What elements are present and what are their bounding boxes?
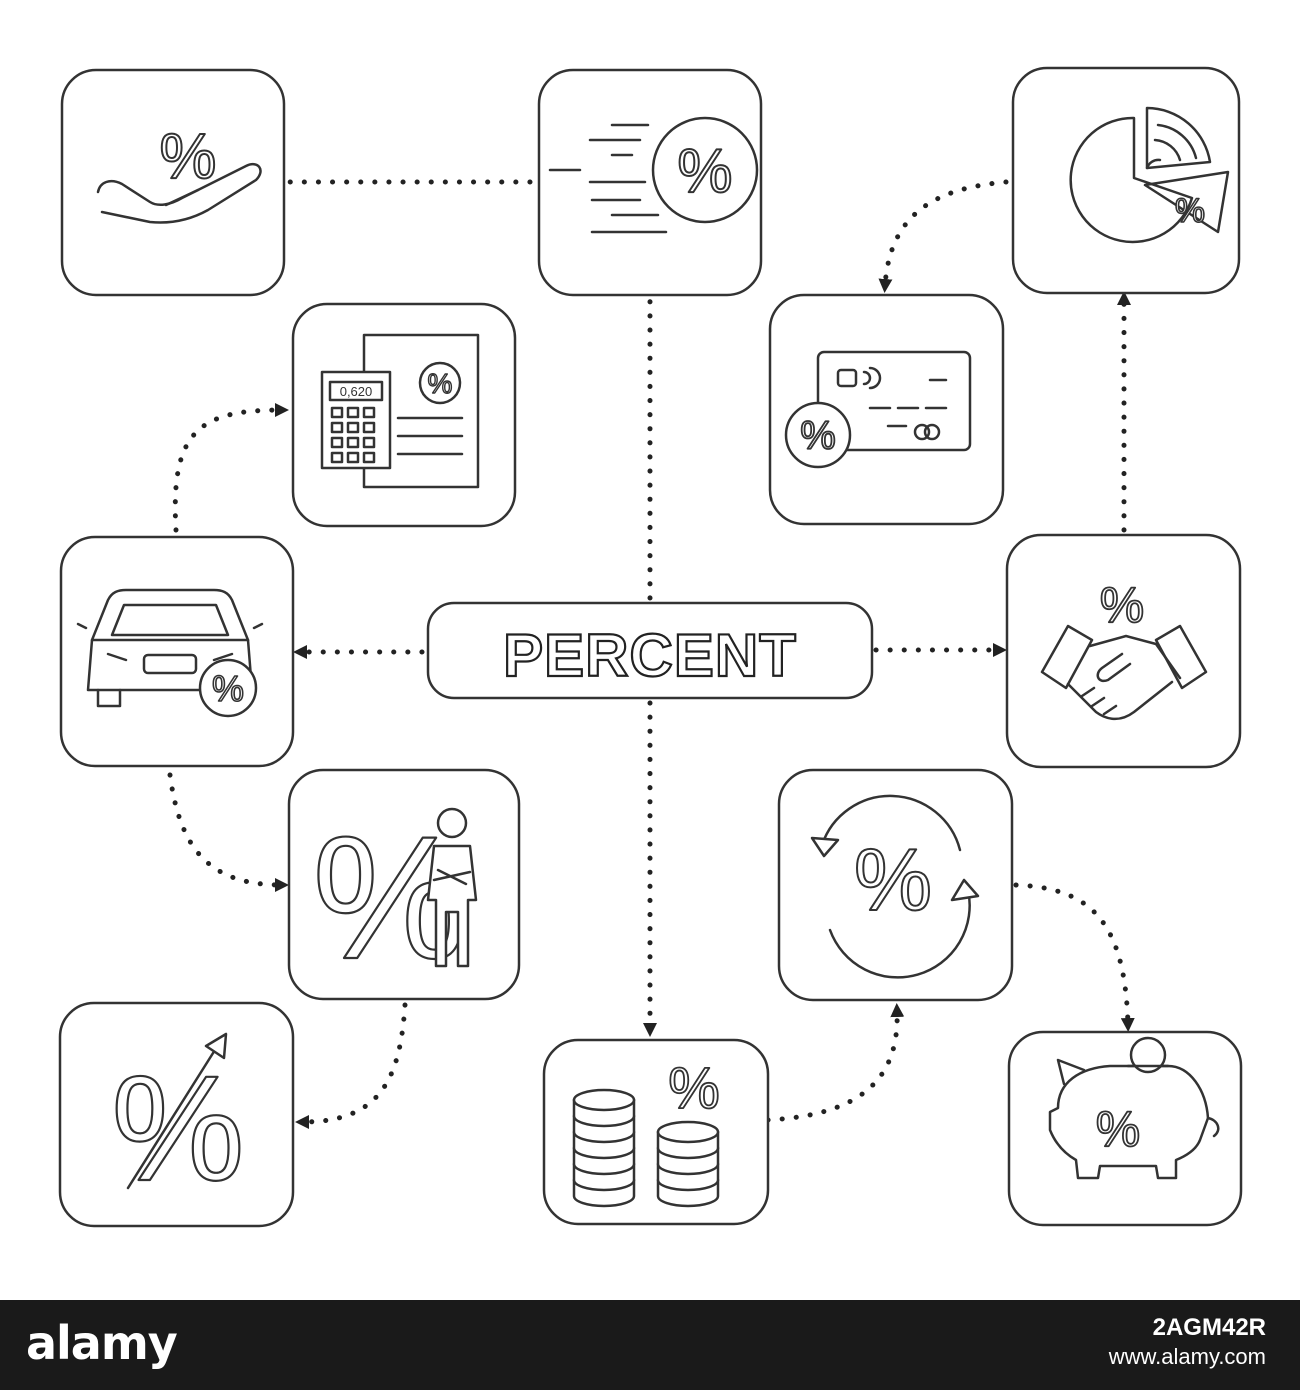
svg-text:%: % (160, 120, 217, 192)
central-node: PERCENT (426, 601, 874, 700)
node-car (59, 535, 295, 768)
connector-pie-to-card (878, 179, 1009, 293)
svg-text:%: % (668, 1056, 720, 1121)
calculator-document-percent-icon: % 0,620 (320, 333, 480, 489)
footer-bar: alamy 2AGM42R www.alamy.com (0, 1300, 1300, 1390)
connectors (167, 175, 1135, 1129)
connector-person-to-growth (295, 1002, 408, 1129)
central-label: PERCENT (503, 622, 797, 689)
svg-text:%: % (800, 414, 836, 458)
svg-text:%: % (212, 668, 244, 709)
car-percent-icon: % (76, 588, 264, 718)
site-url: www.alamy.com (1108, 1344, 1266, 1369)
svg-text:%: % (428, 368, 453, 399)
svg-text:%: % (677, 137, 732, 206)
node-hand-percent (60, 68, 286, 297)
image-meta: 2AGM42R www.alamy.com (1109, 1314, 1266, 1370)
svg-text:%: % (1096, 1101, 1140, 1157)
percent-growth-arrow-icon: % (110, 1032, 246, 1213)
svg-text:%: % (1175, 192, 1205, 230)
pie-chart-percent-icon: % (1069, 106, 1230, 244)
node-percent-growth (58, 1001, 295, 1228)
connector-coins-to-cycle (765, 1003, 905, 1123)
fast-percent-icon: % (548, 116, 759, 234)
connector-car-to-calc (172, 403, 289, 533)
node-fast-percent (537, 68, 763, 297)
svg-text:0,620: 0,620 (340, 384, 373, 399)
node-boxes (58, 66, 1243, 1228)
hand-percent-icon: % (96, 119, 262, 224)
node-handshake (1005, 533, 1242, 769)
node-calculator (291, 302, 517, 528)
svg-text:%: % (111, 1044, 244, 1212)
percent-mind-map: PERCENT % % % % (58, 66, 1243, 1228)
connector-car-to-person (167, 772, 289, 892)
node-pie-chart (1011, 66, 1241, 295)
image-code: 2AGM42R (1152, 1314, 1266, 1341)
svg-text:%: % (854, 830, 932, 929)
piggy-bank-percent-icon: % (1048, 1036, 1220, 1180)
refresh-percent-icon: % (810, 794, 980, 979)
handshake-percent-icon: % (1040, 576, 1208, 721)
coins-percent-icon: % (572, 1055, 721, 1208)
credit-card-percent-icon: % (784, 350, 972, 469)
connector-cycle-to-piggy (1013, 882, 1135, 1032)
brand-logo: alamy (26, 1316, 178, 1370)
person-percent-icon: % (311, 800, 478, 997)
svg-text:%: % (1100, 577, 1144, 633)
